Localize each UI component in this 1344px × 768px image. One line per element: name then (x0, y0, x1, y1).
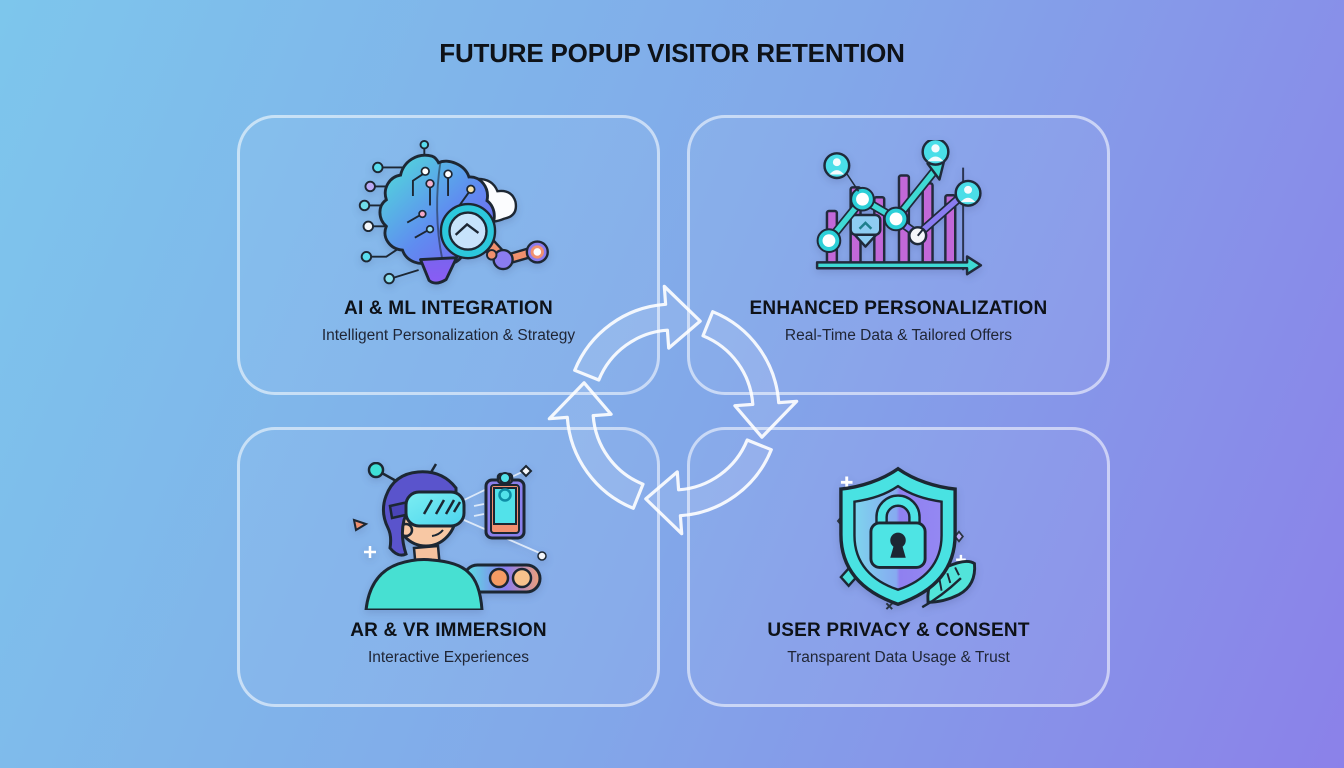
card-subtitle: Interactive Experiences (367, 649, 530, 666)
shield-lock-leaf-icon (811, 460, 986, 612)
vr-headset-person-icon (346, 460, 551, 612)
ai-brain-circuit-icon (343, 138, 555, 290)
growth-chart-svg (815, 140, 983, 276)
card-enhanced-personalization: ENHANCED PERSONALIZATION Real-Time Data … (687, 115, 1110, 395)
toggle-slider-icon (462, 563, 542, 594)
card-title: AR & VR IMMERSION (350, 620, 547, 641)
card-title: ENHANCED PERSONALIZATION (749, 298, 1048, 319)
card-subtitle: Intelligent Personalization & Strategy (321, 327, 576, 344)
ai-brain-circuit-svg (358, 139, 549, 285)
card-subtitle: Real-Time Data & Tailored Offers (784, 327, 1013, 344)
vr-person-svg (352, 462, 547, 610)
cycle-arrows-icon (547, 284, 799, 536)
user-avatar-icon (823, 140, 982, 207)
card-ai-ml-integration: AI & ML INTEGRATION Intelligent Personal… (237, 115, 660, 395)
card-title: USER PRIVACY & CONSENT (767, 620, 1030, 641)
shield-lock-svg (836, 466, 977, 610)
growth-chart-users-icon (806, 138, 991, 290)
page-title: FUTURE POPUP VISITOR RETENTION (439, 38, 905, 68)
lock-icon (869, 494, 927, 569)
card-title: AI & ML INTEGRATION (344, 298, 553, 319)
card-subtitle: Transparent Data Usage & Trust (787, 649, 1010, 666)
clipboard-icon (484, 472, 526, 540)
